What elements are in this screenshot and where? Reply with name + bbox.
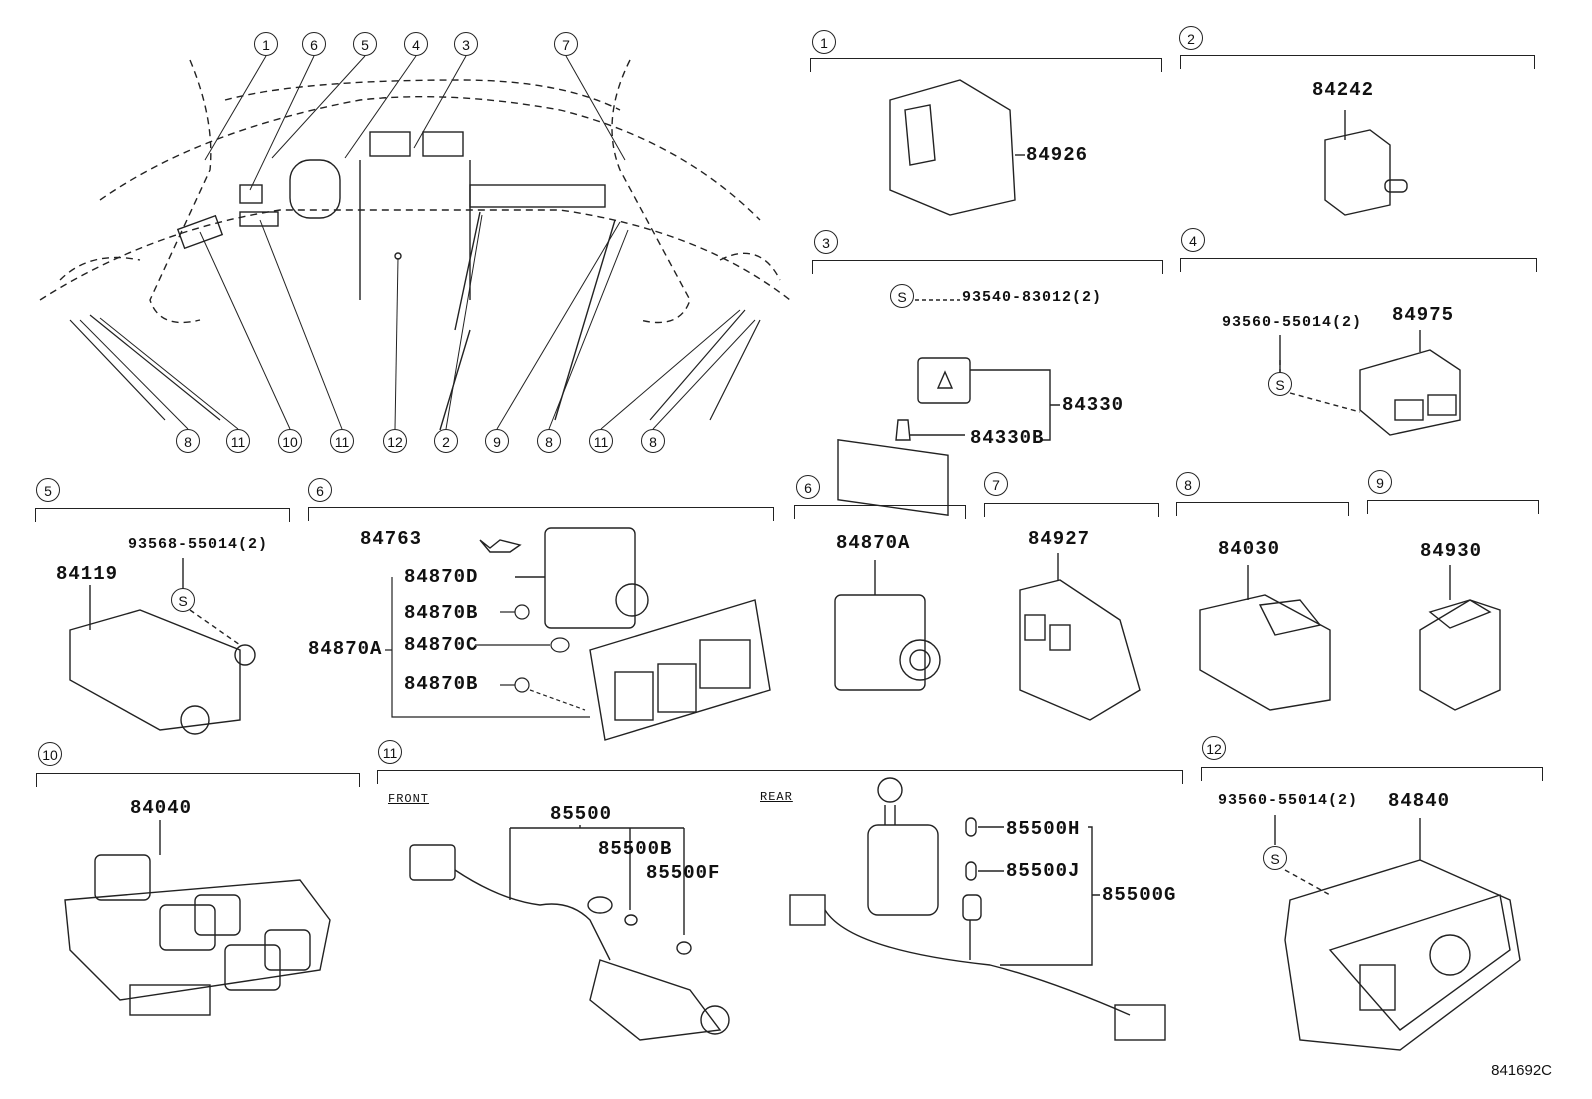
rear-label: REAR [760, 790, 793, 804]
part-number-label[interactable]: 85500F [646, 862, 721, 884]
screw-symbol: S [171, 588, 195, 612]
part-number-label[interactable]: 93568-55014(2) [128, 536, 269, 553]
overview-callout: 8 [641, 429, 665, 453]
overview-callout: 8 [176, 429, 200, 453]
part-number-label[interactable]: 84763 [360, 528, 423, 550]
part-84030 [1199, 565, 1331, 711]
section-bracket [36, 773, 360, 787]
part-number-label[interactable]: 84040 [130, 797, 193, 819]
overview-callout: 7 [554, 32, 578, 56]
section-number: 8 [1176, 472, 1200, 496]
overview-callout: 2 [434, 429, 458, 453]
part-number-label[interactable]: 84870D [404, 566, 479, 588]
overview-callout: 11 [589, 429, 613, 453]
part-number-label[interactable]: 93560-55014(2) [1222, 314, 1363, 331]
section-bracket [1180, 258, 1537, 272]
section-bracket [812, 260, 1163, 274]
part-84930 [1419, 565, 1501, 711]
interior-solid [69, 131, 761, 431]
part-84870A-switch [834, 560, 941, 691]
part-number-label[interactable]: 84927 [1028, 528, 1091, 550]
overview-callout: 11 [226, 429, 250, 453]
section-bracket [1176, 502, 1349, 516]
part-84040 [64, 820, 331, 1016]
part-number-label[interactable]: 84870A [308, 638, 383, 660]
part-number-label[interactable]: 85500G [1102, 884, 1177, 906]
overview-callout: 8 [537, 429, 561, 453]
front-label: FRONT [388, 792, 430, 806]
section-bracket [810, 58, 1162, 72]
part-number-label[interactable]: 84119 [56, 563, 119, 585]
part-84119 [69, 558, 256, 735]
section-bracket [1201, 767, 1543, 781]
overview-leaders [79, 55, 756, 430]
overview-callout: 10 [278, 429, 302, 453]
overview-callout: 6 [302, 32, 326, 56]
section-bracket [1180, 55, 1535, 69]
section-bracket [35, 508, 290, 522]
part-84975 [1279, 330, 1461, 436]
part-84242 [1324, 110, 1408, 216]
section-number: 9 [1368, 470, 1392, 494]
section-number: 4 [1181, 228, 1205, 252]
overview-callout: 11 [330, 429, 354, 453]
section-bracket [377, 770, 1183, 784]
section-bracket [1367, 500, 1539, 514]
section-bracket [308, 507, 774, 521]
part-84926 [889, 79, 1025, 216]
part-number-label[interactable]: 84870C [404, 634, 479, 656]
part-number-label[interactable]: 84975 [1392, 304, 1455, 326]
part-number-label[interactable]: 85500H [1006, 818, 1081, 840]
part-number-label[interactable]: 84840 [1388, 790, 1451, 812]
part-number-label[interactable]: 84930 [1420, 540, 1483, 562]
part-number-label[interactable]: 84870B [404, 673, 479, 695]
part-number-label[interactable]: 85500J [1006, 860, 1081, 882]
section-number: 6 [796, 475, 820, 499]
section-number: 12 [1202, 736, 1226, 760]
part-number-label[interactable]: 84330B [970, 427, 1045, 449]
part-84870D [515, 527, 649, 629]
screw-symbol: S [890, 284, 914, 308]
part-number-label[interactable]: 84926 [1026, 144, 1089, 166]
part-84330 [837, 299, 1060, 517]
section-bracket [984, 503, 1159, 517]
part-84927 [1019, 553, 1141, 721]
part-number-label[interactable]: 85500B [598, 838, 673, 860]
part-number-label[interactable]: 93560-55014(2) [1218, 792, 1359, 809]
part-number-label[interactable]: 84330 [1062, 394, 1125, 416]
section-number: 5 [36, 478, 60, 502]
interior-overview [39, 59, 791, 324]
screw-symbol: S [1268, 372, 1292, 396]
screw-symbol: S [1263, 846, 1287, 870]
overview-callout: 1 [254, 32, 278, 56]
part-number-label[interactable]: 84870A [836, 532, 911, 554]
section-bracket [794, 505, 966, 519]
section-number: 10 [38, 742, 62, 766]
illustration-code: 841692C [1491, 1062, 1552, 1079]
section-number: 6 [308, 478, 332, 502]
section-number: 3 [814, 230, 838, 254]
part-number-label[interactable]: 84242 [1312, 79, 1375, 101]
part-84870A-bezel [479, 539, 771, 741]
section-number: 1 [812, 30, 836, 54]
section-number: 11 [378, 740, 402, 764]
part-84870B-84870C [385, 577, 590, 718]
part-84840 [1274, 815, 1521, 1051]
part-number-label[interactable]: 84870B [404, 602, 479, 624]
overview-callout: 4 [404, 32, 428, 56]
part-number-label[interactable]: 93540-83012(2) [962, 289, 1103, 306]
part-number-label[interactable]: 84030 [1218, 538, 1281, 560]
part-number-label[interactable]: 85500 [550, 803, 613, 825]
part-85500-front [409, 825, 730, 1041]
section-number: 7 [984, 472, 1008, 496]
overview-callout: 12 [383, 429, 407, 453]
section-number: 2 [1179, 26, 1203, 50]
overview-callout: 3 [454, 32, 478, 56]
overview-callout: 5 [353, 32, 377, 56]
overview-callout: 9 [485, 429, 509, 453]
part-85500-rear [789, 777, 1166, 1041]
